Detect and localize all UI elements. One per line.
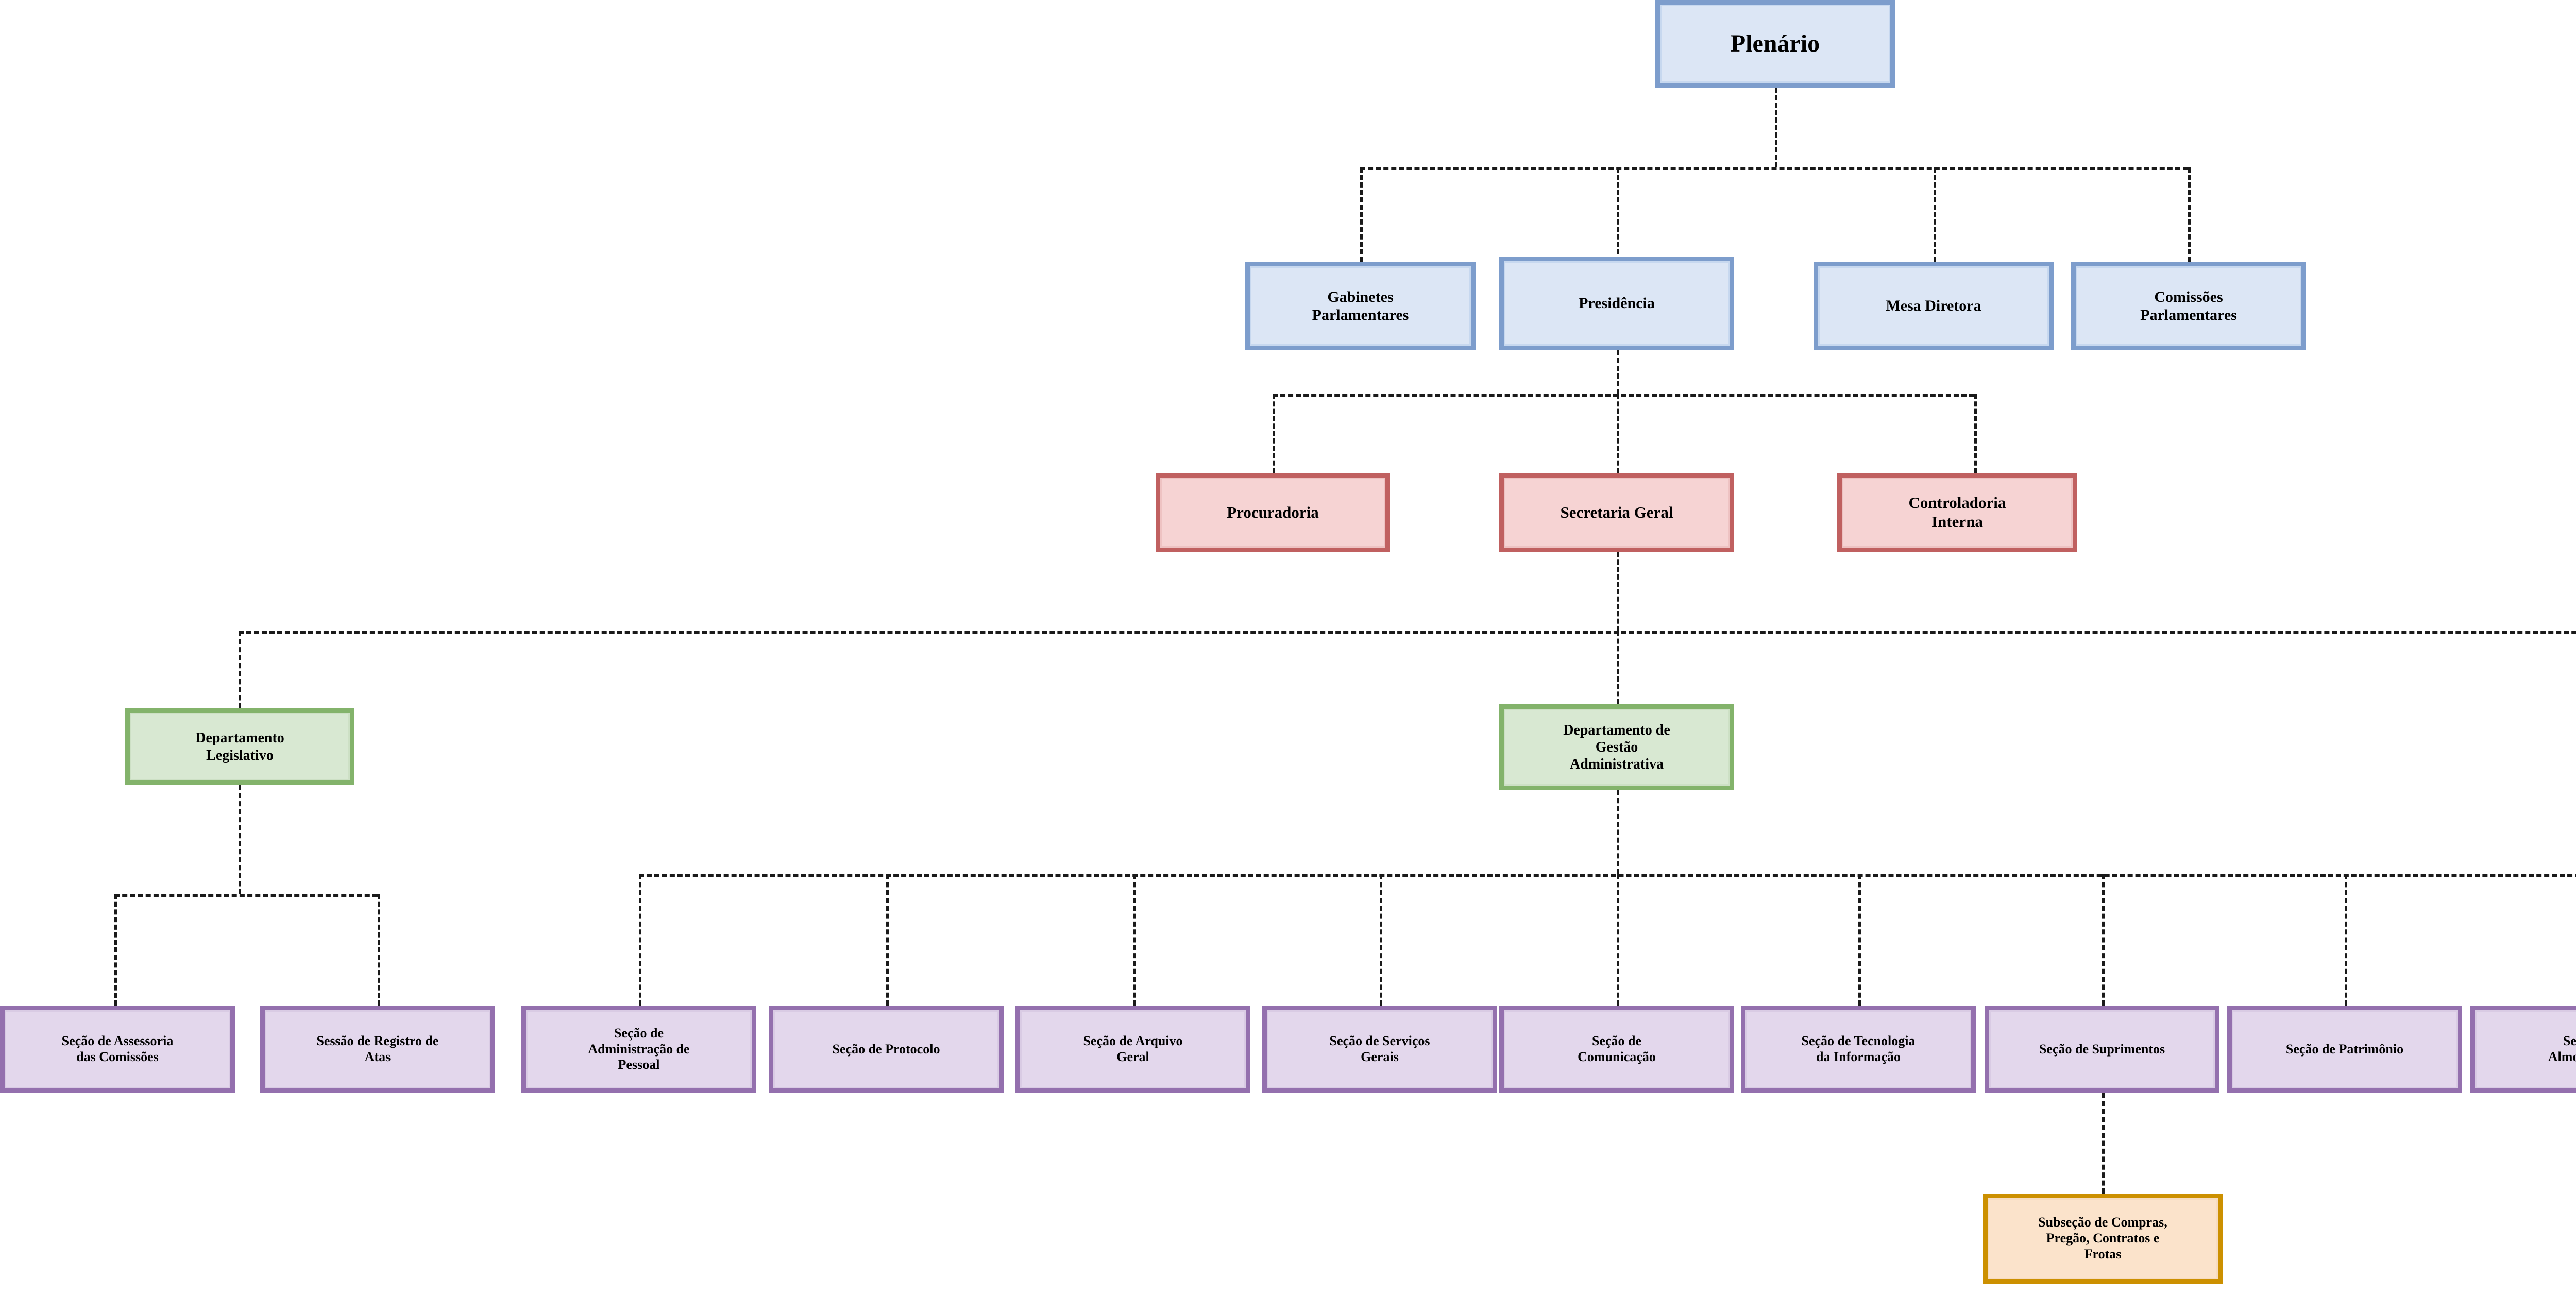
connector-to-administracao-pessoal xyxy=(639,874,641,1006)
node-sessao-registro-atas[interactable]: Sessão de Registro de Atas xyxy=(260,1006,495,1093)
connector-to-procuradoria xyxy=(1273,394,1275,473)
connector-to-protocolo xyxy=(886,874,889,1006)
node-departamento-legislativo[interactable]: Departamento Legislativo xyxy=(125,708,354,785)
node-departamento-gestao-administrativa[interactable]: Departamento de Gestão Administrativa xyxy=(1499,704,1734,790)
connector-to-arquivo-geral xyxy=(1133,874,1136,1006)
connector-to-subsecao-compras xyxy=(2102,1093,2105,1194)
connector-level1-bus xyxy=(1360,167,2188,170)
node-plenario-label: Plenário xyxy=(1730,29,1820,57)
node-comissoes-parlamentares[interactable]: Comissões Parlamentares xyxy=(2071,262,2306,350)
node-secao-servicos-gerais-label: Seção de Serviços Gerais xyxy=(1329,1033,1430,1064)
connector-to-comunicacao xyxy=(1617,874,1619,1006)
connector-to-registro-atas xyxy=(378,894,380,1006)
node-procuradoria-label: Procuradoria xyxy=(1227,503,1319,521)
connector-to-controladoria xyxy=(1974,394,1977,473)
node-secao-assessoria-comissoes-label: Seção de Assessoria das Comissões xyxy=(61,1033,174,1064)
node-secao-administracao-pessoal[interactable]: Seção de Administração de Pessoal xyxy=(521,1006,756,1093)
connector-to-suprimentos xyxy=(2102,874,2105,1006)
node-mesa-diretora[interactable]: Mesa Diretora xyxy=(1814,262,2054,350)
connector-depgestao-bus xyxy=(639,874,2576,877)
node-procuradoria[interactable]: Procuradoria xyxy=(1156,473,1390,552)
connector-presidencia-stem xyxy=(1617,350,1619,394)
connector-depgestao-stem xyxy=(1617,790,1619,874)
node-secao-arquivo-geral[interactable]: Seção de Arquivo Geral xyxy=(1015,1006,1250,1093)
node-secao-suprimentos[interactable]: Seção de Suprimentos xyxy=(1985,1006,2219,1093)
node-secretaria-geral-label: Secretaria Geral xyxy=(1560,503,1673,521)
node-controladoria-interna-label: Controladoria Interna xyxy=(1908,493,2006,531)
node-presidencia[interactable]: Presidência xyxy=(1499,257,1734,350)
connector-to-secretaria-geral xyxy=(1617,394,1619,473)
node-secao-comunicacao-label: Seção de Comunicação xyxy=(1578,1033,1656,1064)
node-secretaria-geral[interactable]: Secretaria Geral xyxy=(1499,473,1734,552)
connector-to-departamento-legislativo xyxy=(239,631,241,708)
node-plenario[interactable]: Plenário xyxy=(1655,0,1895,88)
connector-to-tecnologia-informacao xyxy=(1858,874,1861,1006)
node-sessao-registro-atas-label: Sessão de Registro de Atas xyxy=(316,1033,439,1064)
node-controladoria-interna[interactable]: Controladoria Interna xyxy=(1837,473,2077,552)
connector-to-assessoria-comissoes xyxy=(114,894,117,1006)
connector-secretaria-stem xyxy=(1617,552,1619,631)
node-secao-arquivo-geral-label: Seção de Arquivo Geral xyxy=(1083,1033,1183,1064)
connector-to-servicos-gerais xyxy=(1380,874,1382,1006)
node-gabinetes-parlamentares[interactable]: Gabinetes Parlamentares xyxy=(1245,262,1476,350)
node-secao-administracao-pessoal-label: Seção de Administração de Pessoal xyxy=(588,1025,690,1072)
node-presidencia-label: Presidência xyxy=(1579,295,1655,312)
connector-to-patrimonio xyxy=(2345,874,2347,1006)
connector-departments-bus xyxy=(239,631,2576,634)
node-secao-protocolo-label: Seção de Protocolo xyxy=(832,1041,940,1057)
node-secao-patrimonio-label: Seção de Patrimônio xyxy=(2285,1041,2404,1057)
connector-deplegis-stem xyxy=(239,785,241,894)
connector-to-departamento-gestao xyxy=(1617,631,1619,704)
node-secao-comunicacao[interactable]: Seção de Comunicação xyxy=(1499,1006,1734,1093)
node-departamento-gestao-administrativa-label: Departamento de Gestão Administrativa xyxy=(1563,722,1670,773)
node-mesa-diretora-label: Mesa Diretora xyxy=(1886,297,1981,315)
connector-to-mesa xyxy=(1934,167,1936,262)
node-comissoes-parlamentares-label: Comissões Parlamentares xyxy=(2140,288,2237,324)
node-secao-suprimentos-label: Seção de Suprimentos xyxy=(2039,1041,2165,1057)
node-secao-almoxarifado-label: Seção de Almoxarifado xyxy=(2548,1033,2576,1064)
connector-deplegis-bus xyxy=(114,894,378,897)
node-subsecao-compras-pregao-contratos-frotas-label: Subseção de Compras, Pregão, Contratos e… xyxy=(2038,1215,2167,1262)
node-secao-tecnologia-informacao-label: Seção de Tecnologia da Informação xyxy=(1801,1033,1916,1064)
connector-to-gabinetes xyxy=(1360,167,1363,262)
node-secao-assessoria-comissoes[interactable]: Seção de Assessoria das Comissões xyxy=(0,1006,235,1093)
node-secao-patrimonio[interactable]: Seção de Patrimônio xyxy=(2227,1006,2462,1093)
node-secao-almoxarifado[interactable]: Seção de Almoxarifado xyxy=(2470,1006,2576,1093)
node-secao-tecnologia-informacao[interactable]: Seção de Tecnologia da Informação xyxy=(1741,1006,1976,1093)
node-subsecao-compras-pregao-contratos-frotas[interactable]: Subseção de Compras, Pregão, Contratos e… xyxy=(1983,1194,2223,1284)
connector-plenario-stem xyxy=(1775,88,1777,167)
connector-to-comissoes xyxy=(2188,167,2191,262)
node-secao-protocolo[interactable]: Seção de Protocolo xyxy=(769,1006,1004,1093)
connector-to-presidencia xyxy=(1617,167,1619,262)
node-departamento-legislativo-label: Departamento Legislativo xyxy=(195,730,284,763)
connector-level2-bus xyxy=(1273,394,1974,397)
node-gabinetes-parlamentares-label: Gabinetes Parlamentares xyxy=(1312,288,1409,324)
node-secao-servicos-gerais[interactable]: Seção de Serviços Gerais xyxy=(1262,1006,1497,1093)
